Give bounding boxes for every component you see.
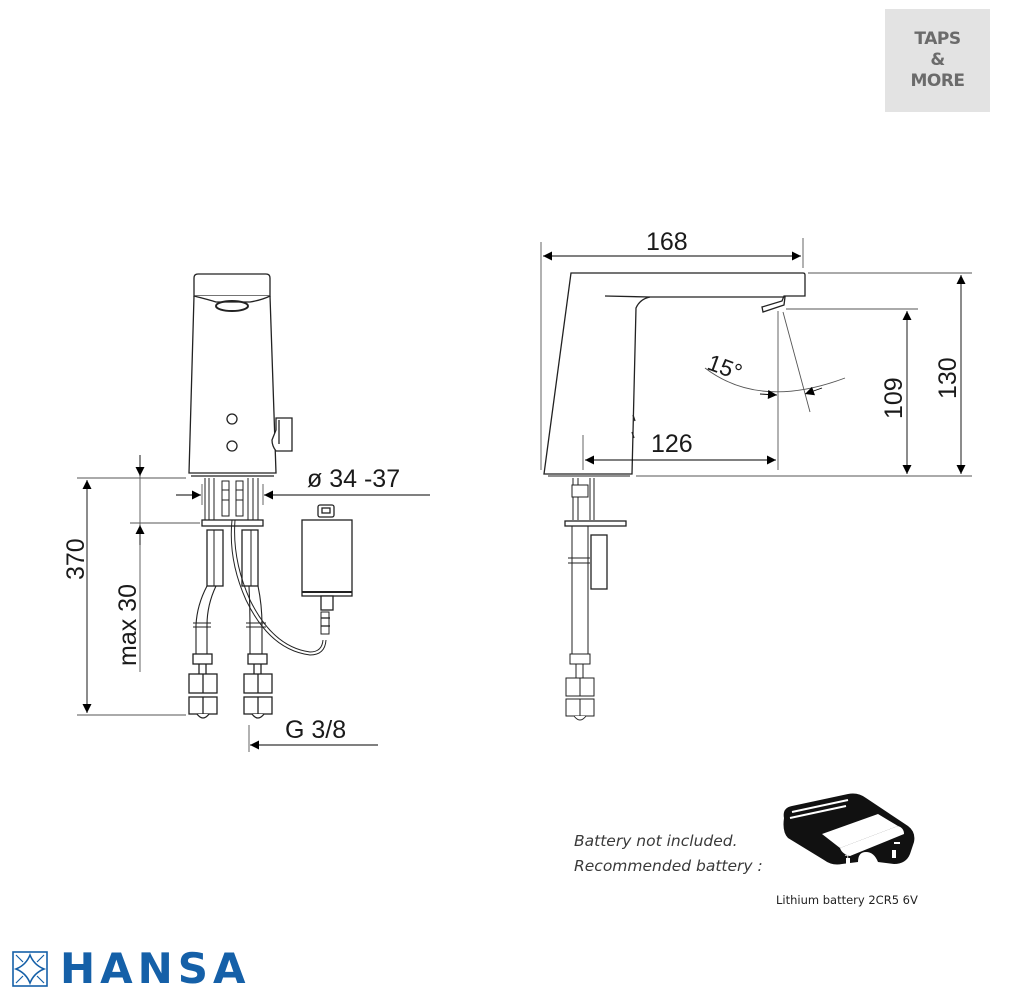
supply-hoses bbox=[193, 519, 327, 656]
battery-note-line-1: Battery not included. bbox=[574, 832, 738, 850]
badge-line-3: MORE bbox=[910, 71, 965, 91]
dimension-lines-front bbox=[77, 455, 430, 752]
battery-note-line-2: Recommended battery : bbox=[574, 857, 763, 875]
taps-and-more-badge: TAPS & MORE bbox=[885, 9, 990, 112]
mounting-stud bbox=[201, 478, 264, 587]
side-stud-hose bbox=[564, 478, 627, 721]
battery-box bbox=[301, 504, 353, 635]
hansa-wordmark: HANSA bbox=[60, 944, 251, 993]
badge-line-1: TAPS bbox=[914, 29, 961, 49]
dimension-lines-side bbox=[540, 238, 972, 477]
front-view bbox=[77, 273, 430, 752]
battery-note: Battery not included. Recommended batter… bbox=[574, 829, 763, 879]
badge-line-2: & bbox=[930, 50, 945, 70]
hansa-logo: HANSA bbox=[12, 948, 251, 990]
battery-caption: Lithium battery 2CR5 6V bbox=[776, 893, 918, 907]
svg-text:+: + bbox=[844, 851, 852, 861]
connection-nut-left bbox=[188, 653, 218, 719]
hansa-logo-mark-icon bbox=[12, 951, 48, 987]
faucet-body-side bbox=[543, 272, 806, 477]
battery-2cr5-icon: + bbox=[783, 793, 915, 865]
side-view bbox=[540, 238, 972, 721]
connection-nut-right bbox=[243, 653, 273, 719]
faucet-body-front bbox=[188, 273, 293, 477]
